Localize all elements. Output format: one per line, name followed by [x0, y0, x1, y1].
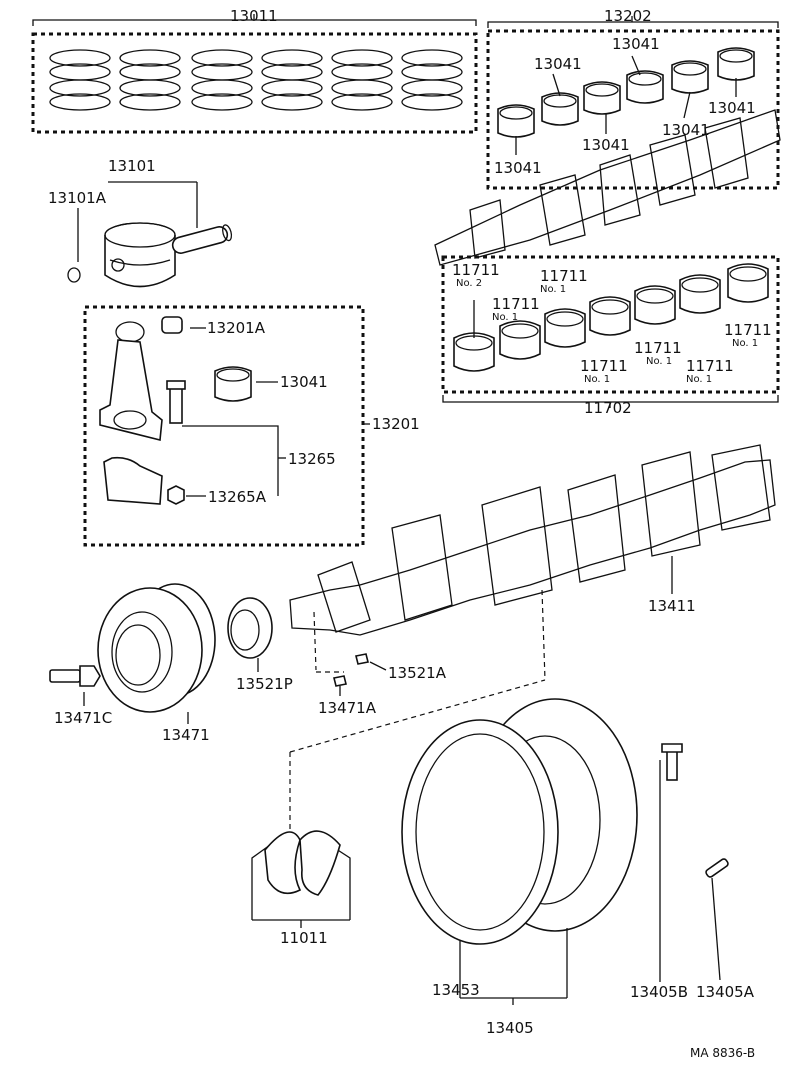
diagram-reference-code: MA 8836-B — [690, 1046, 756, 1060]
crankshaft — [289, 444, 776, 696]
part-label-13041: 13041 — [708, 99, 756, 117]
timing-gear — [227, 597, 273, 672]
piston-ring-set-box — [31, 14, 478, 134]
part-label-13041: 13041 — [612, 35, 660, 53]
bearing-note: No. 1 — [732, 338, 759, 349]
part-label-13101: 13101 — [108, 157, 156, 175]
part-label-11711: 11711 — [686, 357, 734, 375]
connecting-rod-box — [83, 305, 370, 547]
bearing-note: No. 1 — [492, 312, 519, 323]
part-label-13041: 13041 — [662, 121, 710, 139]
part-label-13041: 13041 — [280, 373, 328, 391]
piston — [67, 181, 233, 288]
bearing-note: No. 1 — [686, 374, 713, 385]
flywheel — [401, 698, 729, 1005]
piston-rings — [49, 49, 463, 111]
part-label-11711: 11711 — [634, 339, 682, 357]
part-label-13041: 13041 — [534, 55, 582, 73]
crank-pulley — [49, 583, 216, 724]
part-label-13265: 13265 — [288, 450, 336, 468]
bearing-note: No. 2 — [456, 278, 483, 289]
part-label-11711: 11711 — [452, 261, 500, 279]
crank-pin-bearings — [497, 47, 755, 138]
bearing-note: No. 1 — [540, 284, 567, 295]
main-bearings — [453, 263, 769, 372]
part-label-13471A: 13471A — [318, 699, 376, 717]
leader-lines — [473, 55, 737, 338]
bearing-note: No. 1 — [584, 374, 611, 385]
part-label-13201A: 13201A — [207, 319, 265, 337]
part-label-13011: 13011 — [230, 7, 278, 25]
connecting-rod — [99, 316, 286, 505]
part-label-13405B: 13405B — [630, 983, 689, 1001]
part-label-13521P: 13521P — [236, 675, 293, 693]
part-label-13202: 13202 — [604, 7, 652, 25]
part-label-13265A: 13265A — [208, 488, 266, 506]
bearing-note: No. 1 — [646, 356, 673, 367]
part-label-13101A: 13101A — [48, 189, 106, 207]
main-bearing-box — [441, 255, 780, 408]
part-label-11011: 11011 — [280, 929, 328, 947]
part-label-11702: 11702 — [584, 399, 632, 417]
part-label-13405: 13405 — [486, 1019, 534, 1037]
part-label-13201: 13201 — [372, 415, 420, 433]
part-label-13041: 13041 — [582, 136, 630, 154]
upper-crankshaft — [434, 109, 781, 266]
part-label-13471C: 13471C — [54, 709, 113, 727]
thrust-washer-group — [251, 679, 546, 928]
crank-pin-bearing-box — [486, 16, 780, 190]
part-label-13521A: 13521A — [388, 664, 446, 682]
part-label-13453: 13453 — [432, 981, 480, 999]
part-label-13411: 13411 — [648, 597, 696, 615]
part-label-11711: 11711 — [540, 267, 588, 285]
part-label-11711: 11711 — [724, 321, 772, 339]
part-label-13471: 13471 — [162, 726, 210, 744]
part-label-11711: 11711 — [492, 295, 540, 313]
part-label-13041: 13041 — [494, 159, 542, 177]
part-label-13405A: 13405A — [696, 983, 754, 1001]
part-label-11711: 11711 — [580, 357, 628, 375]
